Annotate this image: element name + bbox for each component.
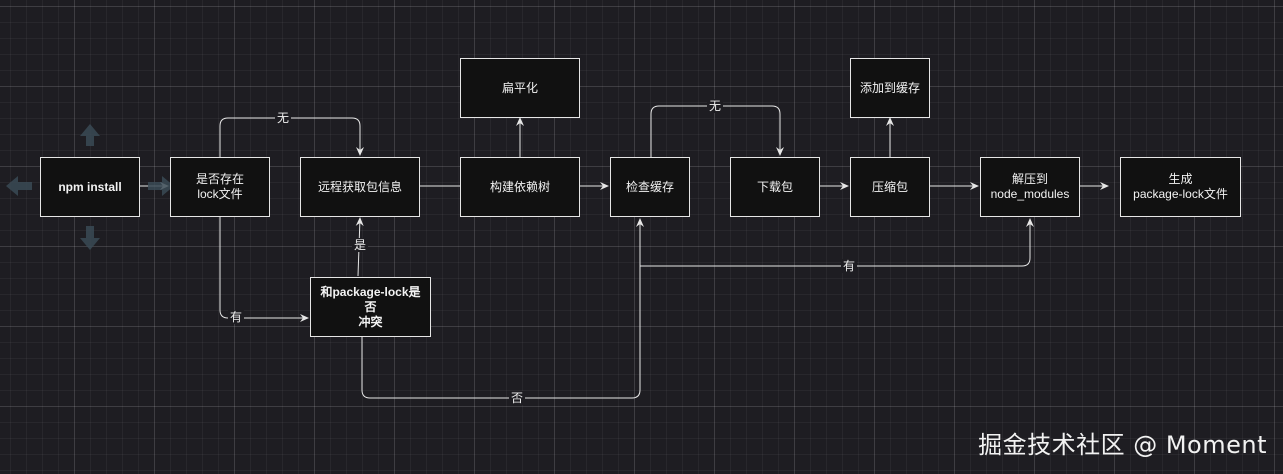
edge-label-no-lock: 无	[275, 111, 292, 125]
node-remote-fetch[interactable]: 远程获取包信息	[300, 157, 420, 217]
node-compress[interactable]: 压缩包	[850, 157, 930, 217]
edge-label-no-cache: 无	[707, 99, 724, 113]
ghost-drag-arrows	[6, 124, 174, 250]
node-npm-install[interactable]: npm install	[40, 157, 140, 217]
node-download[interactable]: 下载包	[730, 157, 820, 217]
arrow-right-icon	[148, 176, 174, 196]
edge-conflict-to-cache-no	[361, 218, 644, 399]
node-extract[interactable]: 解压到 node_modules	[980, 157, 1080, 217]
edge-cache-to-extract-has	[640, 218, 1034, 267]
node-add-cache[interactable]: 添加到缓存	[850, 58, 930, 118]
edge-label-conflict-no: 否	[509, 391, 526, 405]
node-check-cache[interactable]: 检查缓存	[610, 157, 690, 217]
watermark: 掘金技术社区 @ Moment	[978, 431, 1267, 459]
edge-lock-to-conflict-has	[219, 216, 309, 322]
node-lock-exists[interactable]: 是否存在 lock文件	[170, 157, 270, 217]
edge-label-conflict-yes: 是	[352, 238, 369, 252]
node-conflict[interactable]: 和package-lock是否 冲突	[310, 277, 431, 337]
arrow-up-icon	[80, 124, 100, 146]
edge-label-has-cache: 有	[841, 259, 858, 273]
arrow-down-icon	[80, 226, 100, 250]
edge-label-has-lock: 有	[228, 310, 245, 324]
node-flatten[interactable]: 扁平化	[460, 58, 580, 118]
edge-cache-to-download-none	[650, 105, 784, 157]
node-build-tree[interactable]: 构建依赖树	[460, 157, 580, 217]
node-generate-lock[interactable]: 生成 package-lock文件	[1120, 157, 1241, 217]
arrow-left-icon	[6, 176, 32, 196]
